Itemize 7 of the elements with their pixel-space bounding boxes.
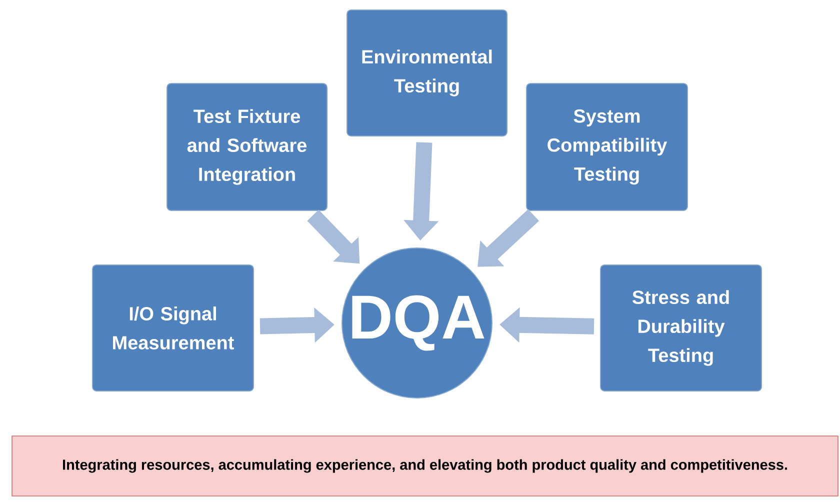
summary-banner: Integrating resources, accumulating experience, and elevating both product quality and competitiveness. <box>12 436 838 496</box>
process-box: Stress and Durability Testing <box>600 264 762 392</box>
process-box: Test Fixture and Software Integration <box>166 83 328 211</box>
process-box: System Compatibility Testing <box>526 83 688 211</box>
block-arrow <box>478 209 540 267</box>
process-box: Environmental Testing <box>346 10 508 136</box>
process-box: I/O Signal Measurement <box>92 264 254 392</box>
